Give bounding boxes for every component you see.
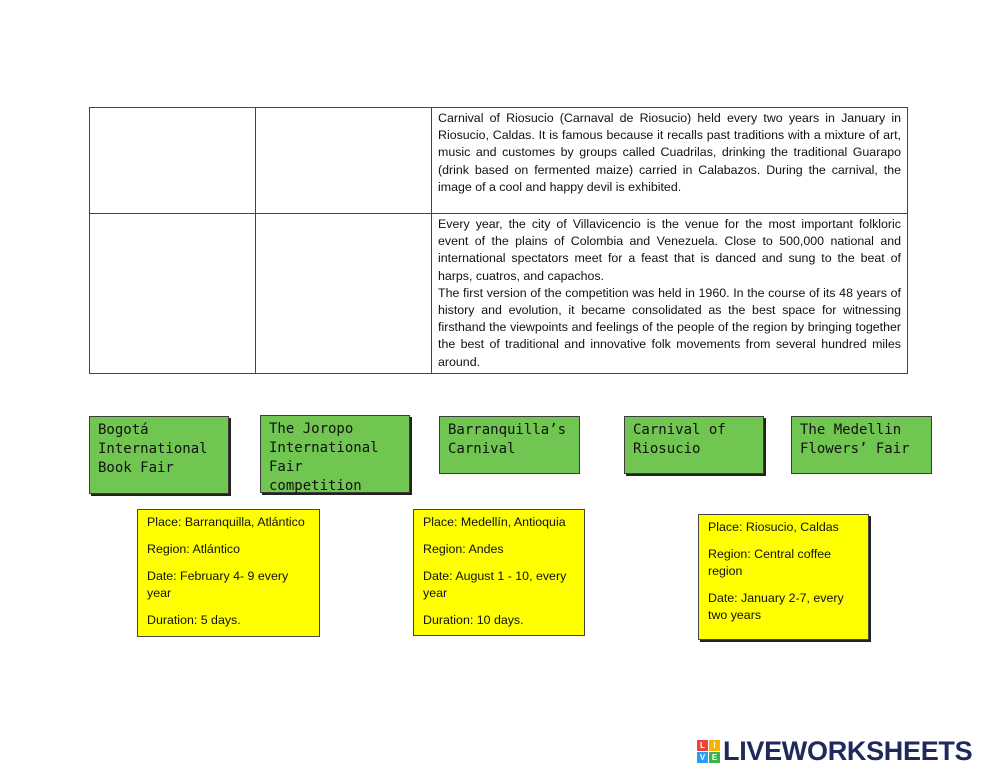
festival-table: Carnival of Riosucio (Carnaval de Riosuc…	[89, 107, 908, 374]
liveworksheets-logo-icon: L I V E	[697, 739, 720, 763]
table-row: Every year, the city of Villavicencio is…	[89, 213, 908, 374]
card-date: Date: January 2-7, every two years	[708, 591, 844, 622]
card-date: Date: August 1 - 10, every year	[423, 569, 567, 600]
description-paragraph: The first version of the competition was…	[438, 285, 901, 369]
table-row: Carnival of Riosucio (Carnaval de Riosuc…	[89, 107, 908, 214]
draggable-card-medellin-flowers-fair[interactable]: The Medellin Flowers’ Fair	[791, 416, 932, 474]
description-paragraph: Carnival of Riosucio (Carnaval de Riosuc…	[438, 111, 901, 194]
draggable-card-riosucio-info[interactable]: Place: Riosucio, Caldas Region: Central …	[698, 514, 869, 640]
card-date: Date: February 4- 9 every year	[147, 569, 289, 600]
answer-cell-name[interactable]	[89, 107, 256, 214]
answer-cell-details[interactable]	[255, 213, 432, 374]
draggable-card-medellin-info[interactable]: Place: Medellín, Antioquia Region: Andes…	[413, 509, 585, 636]
draggable-card-barranquilla-carnival[interactable]: Barranquilla’s Carnival	[439, 416, 580, 474]
card-place: Place: Medellín, Antioquia	[423, 515, 566, 529]
draggable-card-barranquilla-info[interactable]: Place: Barranquilla, Atlántico Region: A…	[137, 509, 320, 637]
description-cell: Carnival of Riosucio (Carnaval de Riosuc…	[431, 107, 908, 214]
card-region: Region: Atlántico	[147, 542, 240, 556]
card-region: Region: Central coffee region	[708, 547, 832, 578]
card-duration: Duration: 5 days.	[147, 613, 241, 627]
draggable-card-riosucio-carnival[interactable]: Carnival of Riosucio	[624, 416, 764, 474]
draggable-card-bogota-book-fair[interactable]: Bogotá International Book Fair	[89, 416, 229, 494]
logo-letter: I	[709, 739, 720, 751]
description-cell: Every year, the city of Villavicencio is…	[431, 213, 908, 374]
card-place: Place: Barranquilla, Atlántico	[147, 515, 305, 529]
card-place: Place: Riosucio, Caldas	[708, 520, 839, 534]
liveworksheets-logo: L I V E LIVEWORKSHEETS	[697, 735, 973, 766]
logo-letter: L	[697, 739, 708, 751]
card-duration: Duration: 10 days.	[423, 613, 524, 627]
answer-cell-name[interactable]	[89, 213, 256, 374]
logo-wordmark: LIVEWORKSHEETS	[723, 735, 973, 766]
answer-cell-details[interactable]	[255, 107, 432, 214]
card-region: Region: Andes	[423, 542, 504, 556]
logo-letter: E	[709, 751, 720, 763]
draggable-card-joropo-fair[interactable]: The Joropo International Fair competitio…	[260, 415, 410, 494]
logo-letter: V	[697, 751, 708, 763]
description-paragraph: Every year, the city of Villavicencio is…	[438, 217, 901, 283]
